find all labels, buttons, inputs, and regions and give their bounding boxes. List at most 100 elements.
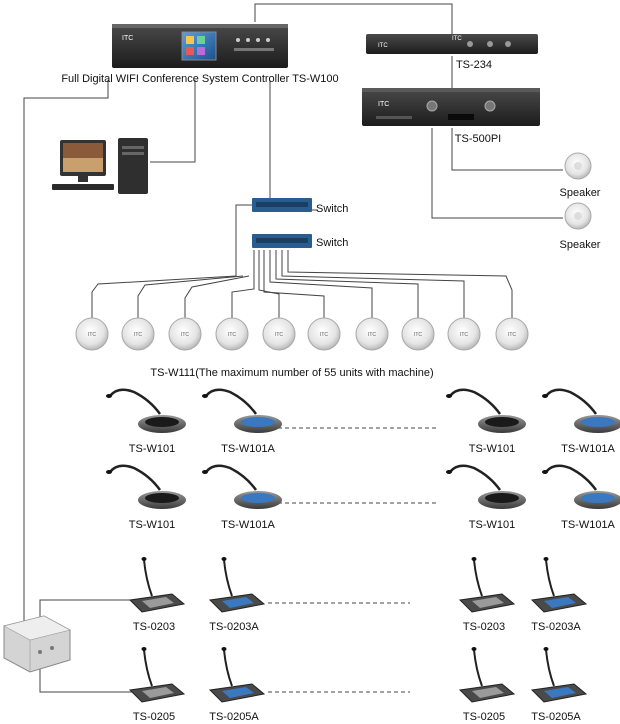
- access-point-10: ITC: [495, 317, 529, 351]
- ts-234-label: TS-234: [456, 59, 492, 71]
- wifi-unit-r2-1-label: TS-W101: [129, 519, 175, 531]
- ts-500pi-brand-logo: ITC: [378, 101, 389, 108]
- access-point-icon: [75, 317, 109, 351]
- switch-2: Switch: [252, 234, 348, 249]
- wifi-unit-r1-4-label: TS-W101A: [561, 443, 615, 455]
- access-point-icon: [401, 317, 435, 351]
- wifi-unit-r1-2-label: TS-W101A: [221, 443, 275, 455]
- access-point-brand-logo: ITC: [368, 332, 376, 338]
- access-point-brand-logo: ITC: [275, 332, 283, 338]
- wired-unit-r1-4-label: TS-0203A: [531, 621, 581, 633]
- wifi-unit-r2-4: TS-W101A: [542, 464, 620, 531]
- wired-unit-r1-2-label: TS-0203A: [209, 621, 259, 633]
- wifi-unit-r2-4-label: TS-W101A: [561, 519, 615, 531]
- wired-unit-r1-4: TS-0203A: [530, 557, 588, 633]
- access-point-icon: [355, 317, 389, 351]
- microphone-gooseneck: [545, 464, 598, 491]
- microphone-gooseneck: [223, 649, 233, 687]
- wifi-unit-r1-2: TS-W101A: [202, 388, 282, 455]
- switch-1-label: Switch: [316, 203, 348, 215]
- wifi-unit-r1-4: TS-W101A: [542, 388, 620, 455]
- controller-ts-w100: ITC Full Digital WIFI Conference System …: [61, 24, 339, 85]
- access-point-brand-logo: ITC: [228, 332, 236, 338]
- ts-234-brand-logo-top: ITC: [452, 36, 462, 42]
- microphone-gooseneck: [545, 388, 598, 415]
- access-point-3: ITC: [168, 317, 202, 351]
- wired-unit-r2-4: TS-0205A: [530, 647, 588, 723]
- wired-unit-r1-3: TS-0203: [458, 557, 516, 633]
- wired-unit-r1-1: TS-0203: [128, 557, 186, 633]
- controller-label: Full Digital WIFI Conference System Cont…: [61, 73, 338, 85]
- speaker-2-label: Speaker: [560, 239, 601, 251]
- wifi-unit-r1-1-label: TS-W101: [129, 443, 175, 455]
- access-point-icon: [262, 317, 296, 351]
- wired-unit-r1-3-label: TS-0203: [463, 621, 505, 633]
- speaker-1-label: Speaker: [560, 187, 601, 199]
- access-point-icon: [495, 317, 529, 351]
- keyboard-icon: [52, 184, 114, 190]
- device-ts-234: ITC ITC TS-234: [366, 34, 538, 71]
- microphone-gooseneck: [143, 559, 153, 597]
- access-point-brand-logo: ITC: [508, 332, 516, 338]
- speaker-1: Speaker: [560, 152, 601, 199]
- wired-unit-rows: TS-0203 TS-0203A TS-0203 TS-0203A TS-0205 TS-…: [128, 557, 588, 723]
- microphone-gooseneck: [205, 464, 258, 491]
- access-point-6: ITC: [307, 317, 341, 351]
- wifi-unit-r1-3-label: TS-W101: [469, 443, 515, 455]
- microphone-gooseneck: [205, 388, 258, 415]
- access-point-7: ITC: [355, 317, 389, 351]
- access-point-brand-logo: ITC: [181, 332, 189, 338]
- access-point-brand-logo: ITC: [414, 332, 422, 338]
- access-point-brand-logo: ITC: [134, 332, 142, 338]
- ts-234-chassis: [366, 34, 538, 54]
- access-point-icon: [307, 317, 341, 351]
- microphone-gooseneck: [109, 464, 162, 491]
- wifi-unit-r2-1: TS-W101: [106, 464, 186, 531]
- wired-unit-r2-3-label: TS-0205: [463, 711, 505, 723]
- access-point-brand-logo: ITC: [460, 332, 468, 338]
- wired-unit-r1-1-label: TS-0203: [133, 621, 175, 633]
- access-point-icon: [215, 317, 249, 351]
- access-point-icon: [121, 317, 155, 351]
- wired-unit-r1-2: TS-0203A: [208, 557, 266, 633]
- controller-brand-logo: ITC: [122, 35, 133, 42]
- microphone-gooseneck: [223, 559, 233, 597]
- device-ts-500pi: ITC TS-500PI: [362, 88, 540, 145]
- access-point-caption: TS-W111(The maximum number of 55 units w…: [150, 367, 433, 379]
- wired-unit-r2-3: TS-0205: [458, 647, 516, 723]
- wifi-unit-r2-2: TS-W101A: [202, 464, 282, 531]
- speaker-2: Speaker: [560, 202, 601, 251]
- access-point-8: ITC: [401, 317, 435, 351]
- switch-2-label: Switch: [316, 237, 348, 249]
- wifi-unit-r1-1: TS-W101: [106, 388, 186, 455]
- microphone-gooseneck: [473, 649, 483, 687]
- microphone-gooseneck: [545, 559, 555, 597]
- wifi-unit-r2-3: TS-W101: [446, 464, 526, 531]
- access-point-icon: [168, 317, 202, 351]
- computer: [52, 138, 148, 194]
- microphone-gooseneck: [449, 388, 502, 415]
- access-point-brand-logo: ITC: [320, 332, 328, 338]
- ts-500pi-label: TS-500PI: [455, 133, 501, 145]
- microphone-gooseneck: [109, 388, 162, 415]
- wired-unit-r2-1-label: TS-0205: [133, 711, 175, 723]
- access-point-2: ITC: [121, 317, 155, 351]
- access-point-1: ITC: [75, 317, 109, 351]
- wifi-unit-r1-3: TS-W101: [446, 388, 526, 455]
- wires: [23, 3, 563, 693]
- wifi-unit-r2-3-label: TS-W101: [469, 519, 515, 531]
- microphone-gooseneck: [449, 464, 502, 491]
- switch-1: Switch: [252, 198, 348, 215]
- microphone-gooseneck: [545, 649, 555, 687]
- access-point-9: ITC: [447, 317, 481, 351]
- access-point-brand-logo: ITC: [88, 332, 96, 338]
- access-point-icon: [447, 317, 481, 351]
- wired-unit-r2-2: TS-0205A: [208, 647, 266, 723]
- access-point-5: ITC: [262, 317, 296, 351]
- ts-234-brand-logo: ITC: [378, 43, 388, 49]
- microphone-gooseneck: [473, 559, 483, 597]
- wired-unit-r2-2-label: TS-0205A: [209, 711, 259, 723]
- junction-box: [3, 615, 71, 673]
- wired-unit-r2-1: TS-0205: [128, 647, 186, 723]
